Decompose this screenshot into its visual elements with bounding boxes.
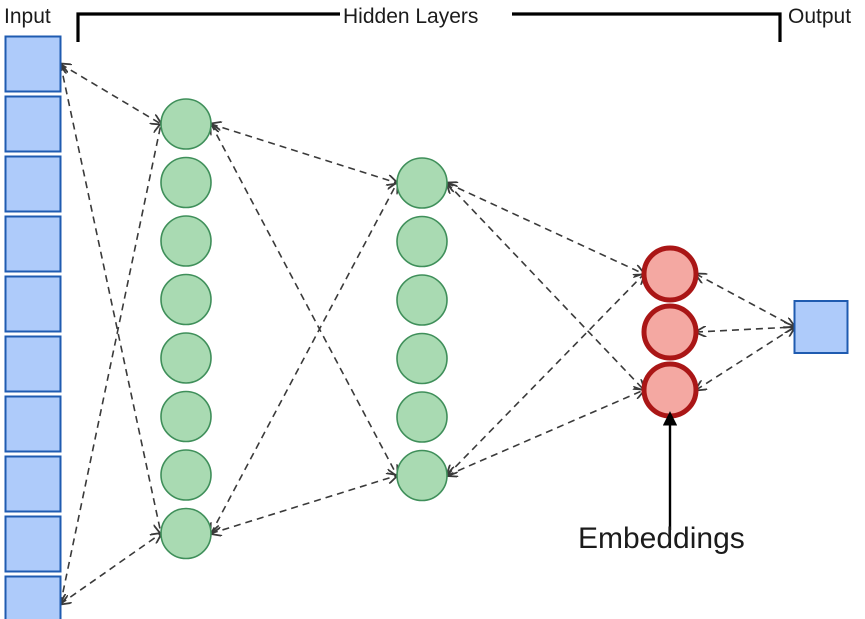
input-node	[4, 575, 62, 619]
input-node	[4, 395, 62, 453]
hidden-node	[396, 215, 448, 268]
network-nodes	[4, 35, 849, 619]
hidden-node	[396, 449, 448, 502]
input-node	[4, 455, 62, 513]
connection-edge	[447, 183, 644, 390]
connection-edge	[211, 124, 397, 476]
hidden-layers-label: Hidden Layers	[343, 5, 479, 28]
hidden-node	[160, 390, 212, 443]
connection-edge	[61, 124, 162, 604]
connection-edge	[211, 183, 397, 534]
connection-edge	[211, 124, 397, 183]
hidden-node	[160, 332, 212, 384]
embedding-node	[641, 245, 699, 303]
connection-edge	[447, 183, 644, 274]
input-node	[4, 215, 62, 273]
connection-edge	[696, 327, 795, 390]
embedding-node	[641, 303, 699, 361]
connection-edge	[696, 327, 795, 332]
hidden-node	[160, 156, 212, 209]
connection-edge	[696, 274, 795, 327]
hidden-node	[160, 215, 212, 267]
embeddings-annotation-label: Embeddings	[578, 522, 745, 555]
connection-edge	[61, 64, 162, 124]
connection-edge	[447, 390, 644, 476]
hidden-node	[396, 391, 448, 443]
connection-edge	[61, 64, 162, 534]
input-node	[4, 35, 62, 93]
hidden-node	[396, 332, 448, 385]
bracket-line	[76, 12, 782, 42]
input-node	[4, 95, 62, 153]
connection-edge	[61, 534, 162, 605]
output-node	[793, 300, 849, 354]
input-node	[4, 335, 62, 393]
hidden-node	[160, 507, 212, 560]
input-node	[4, 515, 62, 573]
connection-edge	[447, 274, 644, 476]
input-layer-label: Input	[4, 5, 51, 28]
hidden-node	[396, 157, 448, 209]
hidden-node	[396, 274, 448, 326]
output-layer-label: Output	[788, 5, 852, 28]
embedding-node	[641, 361, 699, 419]
hidden-layers-bracket	[76, 12, 782, 42]
hidden-node	[160, 273, 212, 326]
connection-edge	[211, 476, 397, 534]
connection-edges	[61, 64, 795, 604]
hidden-node	[160, 449, 212, 501]
input-node	[4, 275, 62, 333]
hidden-node	[160, 98, 212, 150]
input-node	[4, 155, 62, 213]
